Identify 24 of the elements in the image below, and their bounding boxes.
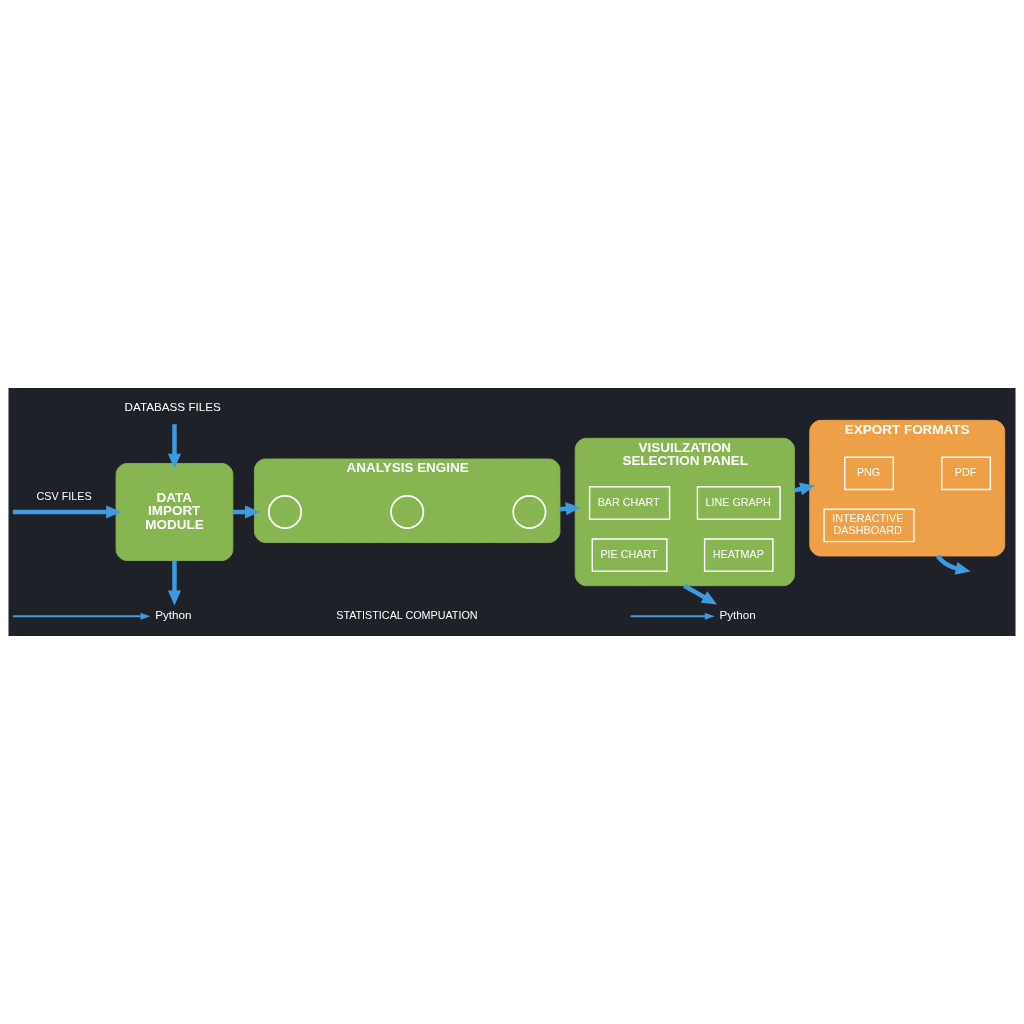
node-box: INTERACTIVE DASHBOARD: [823, 508, 915, 543]
arrow: [683, 583, 718, 605]
node-box: LINE GRAPH: [696, 486, 781, 520]
arrow: [936, 554, 971, 575]
edge-label: CSV FILES: [36, 489, 92, 502]
cluster: ANALYSIS ENGINE: [254, 458, 561, 543]
node-text: DATABASS FILES: [124, 399, 221, 413]
node-text: Python: [719, 608, 756, 622]
arrow: [629, 612, 715, 620]
node-circle: [267, 494, 303, 530]
node-box: PDF: [941, 456, 992, 491]
node-text: Python: [155, 608, 192, 622]
node-box: PIE CHART: [591, 538, 668, 572]
node-box: BAR CHART: [588, 486, 671, 520]
node-box: DATA IMPORT MODULE: [115, 463, 234, 561]
arrow: [11, 612, 151, 620]
node-box: HEATMAP: [703, 538, 774, 572]
node-box: PNG: [844, 456, 895, 491]
arrow: [167, 424, 182, 469]
node-circle: [390, 494, 425, 530]
node-circle: [512, 494, 547, 530]
label: STATISTICAL COMPUATION: [336, 609, 478, 622]
arrow: [167, 560, 182, 606]
arrow: [12, 505, 122, 519]
